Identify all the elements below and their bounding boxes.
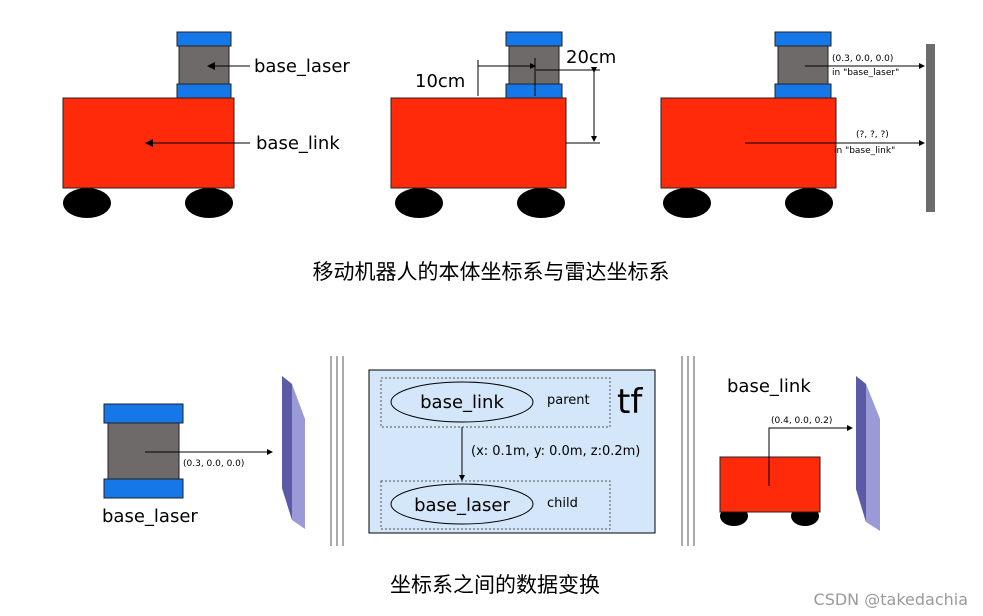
laser-body	[107, 422, 180, 480]
laser-cap-top	[774, 31, 832, 47]
tf-box-frame	[368, 369, 656, 534]
parent-node	[390, 381, 534, 423]
tf-title: tf	[617, 382, 643, 422]
robot-figure-2: 10cm 20cm	[390, 31, 616, 218]
robot-figure-3: (0.3, 0.0, 0.0) in "base_laser" (?, ?, ?…	[660, 31, 935, 218]
laser-cap-top	[505, 31, 563, 47]
wheel-left	[395, 188, 443, 218]
wall	[926, 44, 935, 212]
child-node-label: base_laser	[414, 495, 510, 516]
link-label: base_link	[727, 376, 811, 397]
wheel-left	[663, 188, 711, 218]
top-caption: 移动机器人的本体坐标系与雷达坐标系	[313, 260, 670, 284]
child-role-label: child	[547, 496, 578, 511]
bottom-caption: 坐标系之间的数据变换	[390, 573, 600, 597]
wheel-left	[63, 188, 111, 218]
robot-body	[719, 456, 821, 513]
laser-body	[777, 45, 829, 85]
parent-node-label: base_link	[420, 392, 504, 413]
laser-cap-bottom	[774, 83, 832, 99]
child-group-frame	[380, 480, 611, 530]
laser-body	[508, 45, 560, 85]
link-ray-arrow	[768, 425, 853, 486]
wheel-right	[517, 188, 565, 218]
separator-left	[330, 356, 344, 546]
link-label: base_link	[256, 133, 340, 154]
robot-figure-1: base_laser base_link	[62, 31, 350, 218]
wheel-right	[785, 188, 833, 218]
parent-group-frame	[380, 377, 611, 428]
laser-cap-top	[103, 403, 184, 424]
separator-right	[681, 356, 695, 546]
screen-edge	[282, 376, 292, 520]
laser-label: base_laser	[102, 506, 198, 527]
watermark: CSDN @takedachia	[814, 590, 968, 609]
laser-cap-bottom	[505, 83, 563, 99]
laser-frame-scene: (0.3, 0.0, 0.0) base_laser	[102, 376, 305, 529]
laser-coords-label: (0.3, 0.0, 0.0)	[183, 459, 244, 469]
screen-edge	[856, 376, 866, 522]
robot-body	[390, 97, 567, 189]
transform-label: (x: 0.1m, y: 0.0m, z:0.2m)	[471, 444, 640, 459]
tf-box: tf base_link parent (x: 0.1m, y: 0.0m, z…	[368, 369, 656, 534]
laser-coords-label: (0.3, 0.0, 0.0)	[832, 54, 893, 64]
vertical-offset-label: 20cm	[566, 47, 616, 68]
laser-label: base_laser	[254, 56, 350, 77]
link-coords-label: (0.4, 0.0, 0.2)	[771, 416, 832, 426]
child-node	[390, 483, 534, 525]
horizontal-offset-label: 10cm	[415, 71, 465, 92]
parent-role-label: parent	[547, 393, 590, 408]
laser-body	[178, 45, 230, 85]
laser-cap-top	[176, 31, 232, 47]
link-frame-label: in "base_link"	[834, 146, 895, 156]
laser-cap-bottom	[176, 83, 232, 99]
laser-frame-label: in "base_laser"	[832, 68, 899, 78]
wheel-right	[185, 188, 233, 218]
link-frame-scene: base_link (0.4, 0.0, 0.2)	[719, 376, 880, 531]
laser-cap-bottom	[103, 478, 184, 499]
link-coords-label: (?, ?, ?)	[856, 130, 889, 140]
